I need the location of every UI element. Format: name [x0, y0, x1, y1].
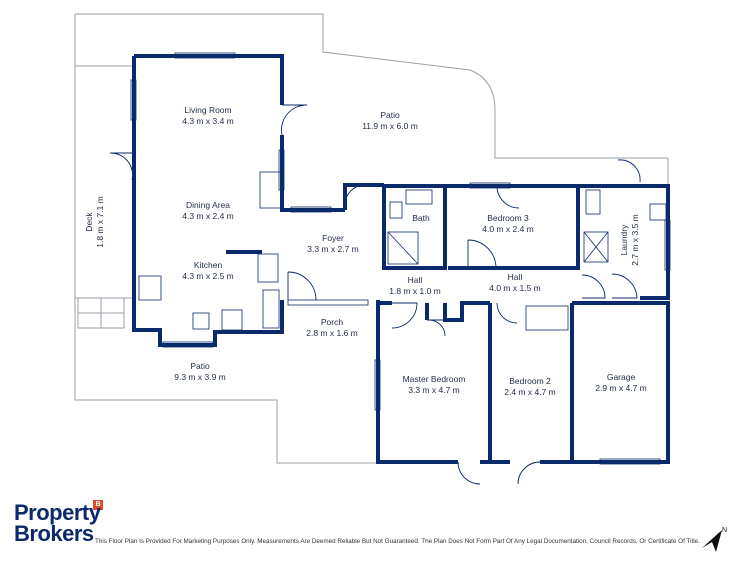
room-name: Bedroom 2 — [509, 376, 551, 386]
room-size: 2.8 m x 1.6 m — [306, 328, 358, 338]
room-name: Master Bedroom — [403, 374, 466, 384]
room-name: Hall — [408, 275, 423, 285]
room-name: Hall — [508, 272, 523, 282]
room-size: 9.3 m x 3.9 m — [174, 372, 226, 382]
room-size: 4.3 m x 2.5 m — [182, 271, 234, 281]
room-name: Laundry — [619, 224, 629, 255]
room-size: 4.3 m x 3.4 m — [182, 116, 234, 126]
room-label-bath: Bath — [412, 213, 430, 223]
room-size: 2.4 m x 4.7 m — [504, 387, 556, 397]
room-name: Bath — [412, 213, 430, 223]
room-name: Kitchen — [194, 260, 223, 270]
room-size: 2.9 m x 4.7 m — [595, 383, 647, 393]
north-label: N — [722, 527, 727, 534]
brand-line1: Property — [14, 500, 101, 525]
room-size: 4.0 m x 2.4 m — [482, 224, 534, 234]
room-label-bedroom-3: Bedroom 34.0 m x 2.4 m — [482, 213, 534, 234]
room-name: Living Room — [184, 105, 231, 115]
room-name: Dining Area — [186, 200, 230, 210]
fixtures — [130, 52, 671, 465]
room-size: 4.0 m x 1.5 m — [489, 283, 541, 293]
brand-mark: B — [93, 500, 103, 510]
disclaimer-text: This Floor Plan Is Provided For Marketin… — [95, 538, 700, 545]
room-name: Garage — [607, 372, 636, 382]
room-name: Foyer — [322, 233, 344, 243]
room-size: 2.7 m x 3.5 m — [630, 214, 640, 266]
brand-line2: Brokers — [14, 521, 94, 546]
outdoor-outlines — [74, 13, 669, 464]
room-name: Patio — [380, 110, 400, 120]
room-size: 1.8 m x 7.1 m — [95, 196, 105, 248]
door-swings — [109, 104, 641, 485]
room-size: 3.3 m x 2.7 m — [307, 244, 359, 254]
room-name: Porch — [321, 317, 343, 327]
room-name: Deck — [84, 212, 94, 232]
north-arrow-icon: N — [702, 527, 727, 552]
room-size: 1.8 m x 1.0 m — [389, 286, 441, 296]
room-name: Patio — [190, 361, 210, 371]
brand-logo: Property Brokers — [14, 500, 101, 546]
room-size: 3.3 m x 4.7 m — [408, 385, 460, 395]
room-size: 4.3 m x 2.4 m — [182, 211, 234, 221]
room-label-bedroom-2: Bedroom 22.4 m x 4.7 m — [504, 376, 556, 397]
room-size: 11.9 m x 6.0 m — [362, 121, 418, 131]
room-name: Bedroom 3 — [487, 213, 529, 223]
